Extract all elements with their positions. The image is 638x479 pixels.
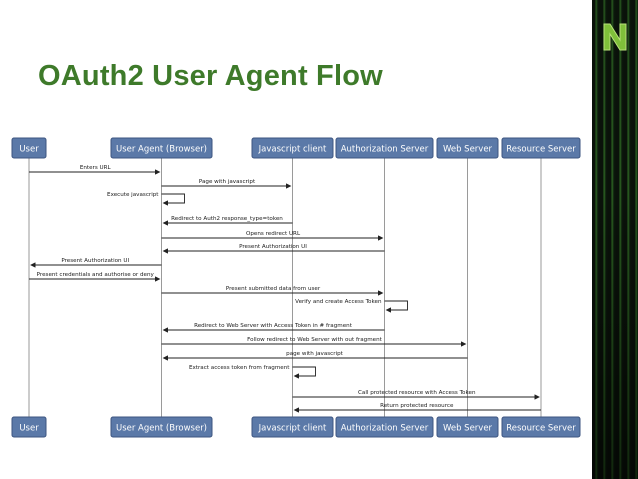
message-label: Redirect to Auth2 response_type=token (171, 216, 283, 222)
participant-bottom-user: User (11, 416, 47, 438)
message-label: Present Authorization UI (239, 244, 307, 250)
participant-box (11, 137, 47, 159)
participant-top-web-server: Web Server (436, 137, 499, 159)
message-label: Present submitted data from user (226, 286, 321, 292)
participant-box (501, 137, 581, 159)
participant-box (251, 137, 334, 159)
participant-bottom-user-agent-browser: User Agent (Browser) (110, 416, 213, 438)
participant-box (335, 416, 434, 438)
participant-bottom-web-server: Web Server (436, 416, 499, 438)
participant-top-resource-server: Resource Server (501, 137, 581, 159)
message-label: Present Authorization UI (61, 258, 129, 264)
participant-label: Resource Server (506, 424, 576, 434)
participant-label: Resource Server (506, 145, 576, 155)
message-9: Present submitted data from user (161, 286, 384, 296)
message-8: Present credentials and authorise or den… (29, 272, 161, 282)
participant-top-javascript-client: Javascript client (251, 137, 334, 159)
side-strip-shading (592, 0, 638, 479)
message-label: Execute javascript (107, 192, 159, 198)
self-message-arrow (292, 366, 316, 379)
message-11: Redirect to Web Server with Access Token… (162, 323, 385, 333)
participant-label: Javascript client (258, 424, 327, 434)
message-13: page with javascript (162, 351, 468, 361)
participant-label: User (19, 145, 39, 155)
decorative-side-strip (592, 0, 638, 479)
message-label: Call protected resource with Access Toke… (358, 390, 476, 396)
participant-bottom-authorization-server: Authorization Server (335, 416, 434, 438)
participant-label: Web Server (443, 424, 493, 434)
message-label: Enters URL (80, 165, 112, 171)
message-5: Opens redirect URL (161, 231, 384, 241)
participant-label: User Agent (Browser) (116, 424, 207, 434)
message-label: Present credentials and authorise or den… (37, 272, 155, 278)
message-15: Call protected resource with Access Toke… (292, 390, 540, 400)
participant-label: User (19, 424, 39, 434)
message-3: Execute javascript (107, 192, 185, 206)
participant-bottom-javascript-client: Javascript client (251, 416, 334, 438)
message-label: Follow redirect to Web Server with out f… (247, 337, 382, 343)
message-7: Present Authorization UI (30, 258, 162, 268)
participant-box (110, 137, 213, 159)
participant-label: Authorization Server (341, 424, 429, 434)
participant-label: Javascript client (258, 145, 327, 155)
message-label: Redirect to Web Server with Access Token… (194, 323, 353, 329)
message-14: Extract access token from fragment (189, 365, 316, 379)
participant-label: Web Server (443, 145, 493, 155)
message-16: Return protected resource (293, 403, 541, 413)
message-2: Page with javascript (161, 179, 292, 189)
participant-bottom-resource-server: Resource Server (501, 416, 581, 438)
message-label: Return protected resource (380, 403, 454, 409)
participant-label: User Agent (Browser) (116, 145, 207, 155)
participant-box (251, 416, 334, 438)
message-label: Verify and create Access Token (295, 299, 382, 305)
participant-box (436, 416, 499, 438)
participant-box (501, 416, 581, 438)
logo-icon (603, 23, 627, 51)
message-12: Follow redirect to Web Server with out f… (161, 337, 467, 347)
participant-box (11, 416, 47, 438)
slide-title: OAuth2 User Agent Flow (38, 60, 383, 92)
message-label: Page with javascript (199, 179, 256, 185)
participant-box (110, 416, 213, 438)
message-4: Redirect to Auth2 response_type=token (162, 216, 293, 226)
message-1: Enters URL (29, 165, 161, 175)
message-label: Extract access token from fragment (189, 365, 290, 371)
message-label: page with javascript (286, 351, 344, 357)
message-6: Present Authorization UI (162, 244, 385, 254)
participant-top-authorization-server: Authorization Server (335, 137, 434, 159)
self-message-arrow (384, 300, 408, 313)
participant-box (335, 137, 434, 159)
message-10: Verify and create Access Token (295, 299, 408, 313)
participant-box (436, 137, 499, 159)
participant-top-user-agent-browser: User Agent (Browser) (110, 137, 213, 159)
participant-label: Authorization Server (341, 145, 429, 155)
message-label: Opens redirect URL (246, 231, 301, 237)
lifelines-group (28, 158, 542, 417)
participant-top-user: User (11, 137, 47, 159)
self-message-arrow (161, 193, 185, 206)
